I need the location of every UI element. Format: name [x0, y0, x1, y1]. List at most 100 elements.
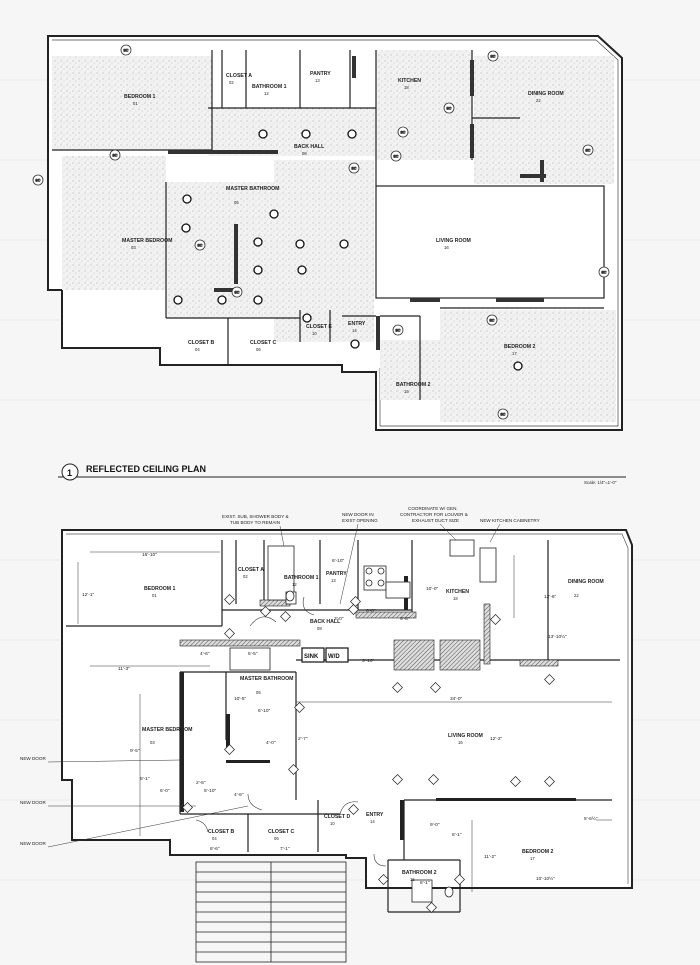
note-new-door-in: NEW DOOR IN [342, 512, 374, 517]
sprinkler-tag-label: SC [489, 318, 494, 322]
note-leaders [47, 523, 501, 848]
sprinkler-tag-label: SC [234, 290, 239, 294]
ceiling-label-bathroom-1: BATHROOM 1 [252, 84, 287, 90]
door-swings [195, 596, 387, 867]
dim-closet-b-width: 8'-6" [210, 846, 220, 852]
floor-label-closet-d: CLOSET D [324, 814, 350, 820]
dim-master-bed-width: 11'-3" [118, 666, 130, 672]
plan-notes: EXIST. SUB, SHOWER BODY & TUB BODY TO RE… [20, 506, 540, 846]
dim-6-0: 6'-0" [160, 788, 170, 794]
sprinkler-tag-label: SC [35, 178, 40, 182]
sprinkler-tag-label: SC [585, 148, 590, 152]
ceiling-num-master-bath: 05 [234, 200, 239, 205]
ceiling-zone-hall [274, 160, 374, 342]
ceiling-label-bedroom-2: BEDROOM 2 [504, 344, 536, 350]
note-coordinate: COORDINATE W/ GEN. [408, 506, 458, 511]
sprinkler-tag-label: SC [351, 166, 356, 170]
dim-laundry-3-10: 3'-10" [362, 658, 375, 664]
dim-master-bed-depth: 9'-5" [130, 748, 140, 754]
plan-number: 1 [67, 468, 72, 478]
dim-hall-2-7: 2'-7" [298, 736, 308, 742]
ceiling-num-closet-e: 10 [312, 331, 317, 336]
floor-num-bathroom-2: 15 [410, 877, 415, 882]
dim-pantry-width: 6'-10" [332, 558, 345, 564]
dim-master-bath-10-5: 10'-5" [234, 696, 247, 702]
floor-room-labels: CLOSET A 02 BATHROOM 1 12 PANTRY 13 KITC… [142, 567, 604, 882]
dim-living-width: 34'-0" [450, 696, 463, 702]
dim-bedroom1-width: 16'-10" [142, 552, 157, 558]
dim-closet-4-6: 4'-6" [200, 651, 210, 657]
dim-bath-5-5: 5'-5" [248, 651, 258, 657]
plan-scale: Scale: 1/4"=1'-0" [584, 480, 617, 485]
sprinkler-tag-label: SC [446, 106, 451, 110]
note-new-door-2: NEW DOOR [20, 800, 46, 805]
ceiling-label-kitchen: KITCHEN [398, 78, 421, 84]
floor-label-closet-c: CLOSET C [268, 829, 294, 835]
sprinkler-tag-label: SC [601, 270, 606, 274]
dim-dining-depth: 12'-6" [544, 594, 557, 600]
ceiling-label-closet-c: CLOSET C [250, 340, 276, 346]
dim-kitchen-depth: 10'-0" [426, 586, 439, 592]
dim-bedroom2-width: 10'-10½" [536, 875, 555, 882]
floor-plan: SINK W/D CLOSET A 02 BATHROOM 1 [20, 506, 633, 963]
plan-number-circle [61, 463, 79, 481]
ceiling-num-dining-room: 22 [536, 98, 541, 103]
dim-bath2-6-1: 6'-1" [420, 880, 430, 886]
kitchen-cabinetry [363, 547, 497, 599]
ceiling-num-living-room: 16 [444, 245, 449, 250]
ceiling-label-entry: ENTRY [348, 321, 366, 327]
plan-title: REFLECTED CEILING PLAN [86, 464, 206, 474]
floor-num-master-bath: 05 [256, 690, 261, 695]
floor-num-back-hall: 08 [317, 626, 322, 631]
ceiling-num-closet-b: 04 [195, 347, 200, 352]
sprinkler-tag-label: SC [393, 154, 398, 158]
ceiling-label-bedroom-1: BEDROOM 1 [124, 94, 156, 100]
floor-label-bathroom-2: BATHROOM 2 [402, 870, 437, 876]
utility-fixtures: SINK W/D [301, 647, 349, 663]
sink-box [301, 647, 325, 663]
ceiling-label-back-hall: BACK HALL [294, 144, 325, 150]
floor-num-living-room: 16 [458, 740, 463, 745]
dim-entry-6-1: 6'-1" [452, 832, 462, 838]
floor-label-master-bath: MASTER BATHROOM [240, 676, 294, 682]
ceiling-label-bathroom-2: BATHROOM 2 [396, 382, 431, 388]
floor-label-master-bed: MASTER BEDROOM [142, 727, 192, 733]
ceiling-num-bathroom-2: 15 [404, 389, 409, 394]
dim-hall-4-6: 4'-6" [234, 792, 244, 798]
floor-num-master-bed: 03 [150, 740, 155, 745]
bath-fixtures [229, 539, 475, 903]
floor-num-closet-c: 06 [274, 836, 279, 841]
floor-num-closet-d: 10 [330, 821, 335, 826]
floor-num-bedroom-1: 01 [152, 593, 157, 598]
floor-num-kitchen: 18 [453, 596, 458, 601]
sprinkler-tag-label: SC [197, 243, 202, 247]
dim-5-10: 5'-10" [204, 788, 217, 794]
dim-2-6: 2'-6" [196, 780, 206, 786]
washer-dryer-label: W/D [328, 654, 340, 660]
sink-label: SINK [304, 654, 319, 660]
ceiling-thick-walls [168, 56, 546, 350]
dim-bedroom2-5-6: 5'-6½" [584, 815, 598, 822]
floor-label-bedroom-1: BEDROOM 1 [144, 586, 176, 592]
dim-5-1: 5'-1" [140, 776, 150, 782]
floor-label-living-room: LIVING ROOM [448, 733, 483, 739]
floor-hatched-walls [179, 599, 559, 671]
sprinkler-tag-label: SC [112, 153, 117, 157]
dim-bedroom1-depth: 12'-1" [82, 592, 95, 598]
dim-hall-9-8: 9'-8" [400, 616, 410, 622]
floor-num-dining-room: 22 [574, 593, 579, 598]
floor-num-closet-a: 02 [243, 574, 248, 579]
ceiling-zone-master-bath [166, 182, 274, 318]
ceiling-num-bedroom-1: 01 [133, 101, 138, 106]
ceiling-light-fixtures [173, 129, 523, 371]
ceiling-room-labels: CLOSET A 02 BATHROOM 1 12 PANTRY 13 KITC… [122, 71, 564, 394]
note-tub-remain: TUB BODY TO REMAIN [230, 520, 280, 525]
keynote-tags [182, 594, 555, 913]
ceiling-label-pantry: PANTRY [310, 71, 331, 77]
floor-num-pantry: 13 [331, 578, 336, 583]
dim-master-bath-6-10: 6'-10" [258, 708, 271, 714]
floor-num-bedroom-2: 17 [530, 856, 535, 861]
ceiling-num-closet-a: 02 [229, 80, 234, 85]
